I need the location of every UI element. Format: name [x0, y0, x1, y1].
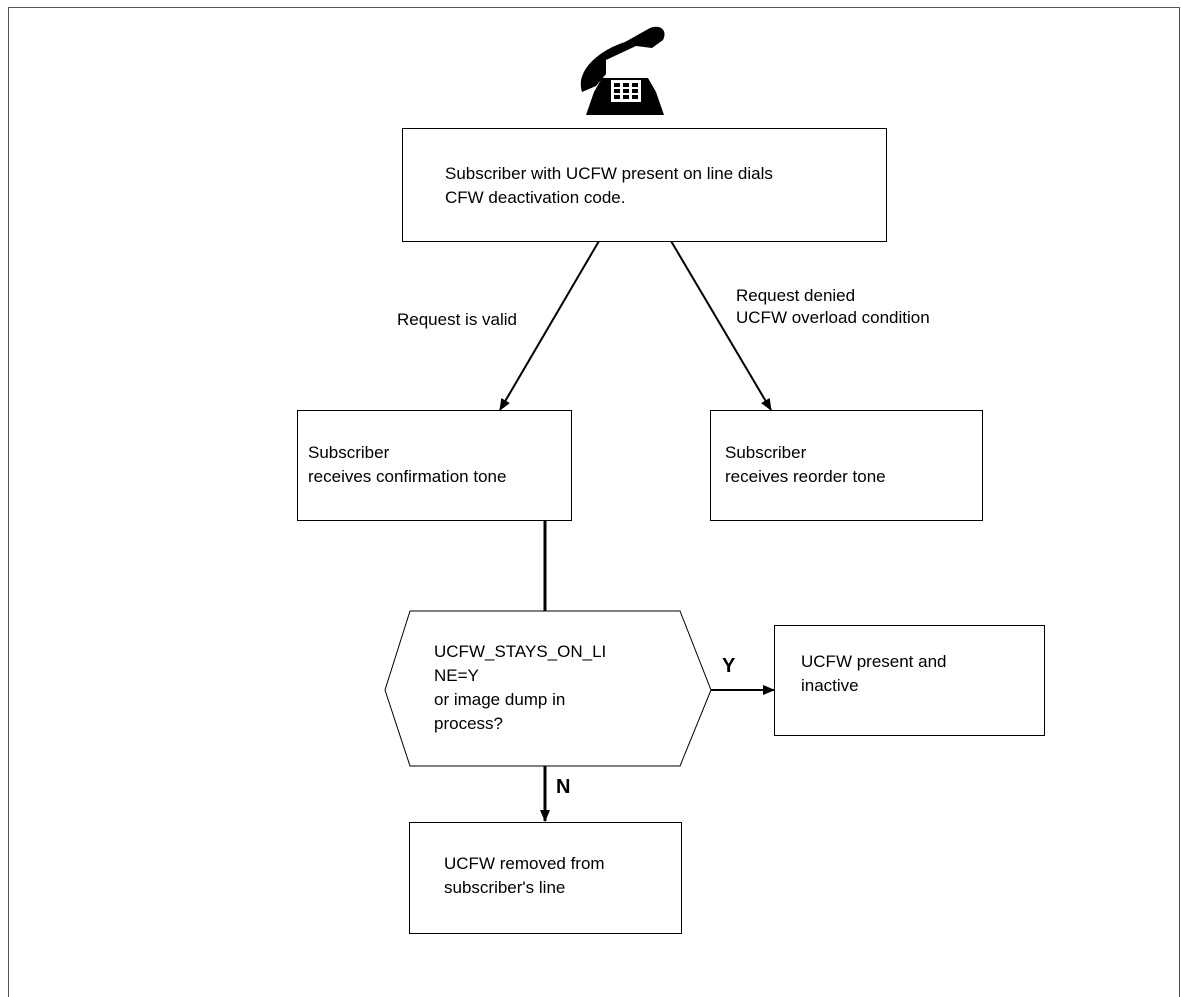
- edge-valid-label: Request is valid: [397, 310, 518, 329]
- edge-valid-line: [499, 240, 600, 411]
- start-box-text: Subscriber with UCFW present on line dia…: [445, 164, 773, 207]
- removed-box-text: UCFW removed from subscriber's line: [444, 854, 605, 897]
- edge-denied-line: [670, 240, 772, 411]
- decision-text: UCFW_STAYS_ON_LI NE=Y or image dump in p…: [434, 642, 607, 733]
- removed-box: UCFW removed from subscriber's line: [409, 822, 682, 934]
- no-label: N: [556, 776, 571, 798]
- start-box: Subscriber with UCFW present on line dia…: [402, 128, 887, 242]
- diagram-frame: [8, 7, 1180, 997]
- reorder-box: Subscriber receives reorder tone: [710, 410, 983, 521]
- present-inactive-box-text: UCFW present and inactive: [801, 652, 947, 695]
- edge-denied-label: Request denied UCFW overload condition: [736, 286, 930, 327]
- confirmation-box-text: Subscriber receives confirmation tone: [308, 443, 507, 486]
- telephone-icon: [580, 26, 665, 115]
- decision-shape: [384, 610, 712, 767]
- yes-label: Y: [722, 655, 736, 677]
- confirmation-box: Subscriber receives confirmation tone: [297, 410, 572, 521]
- present-inactive-box: UCFW present and inactive: [774, 625, 1045, 736]
- reorder-box-text: Subscriber receives reorder tone: [725, 443, 886, 486]
